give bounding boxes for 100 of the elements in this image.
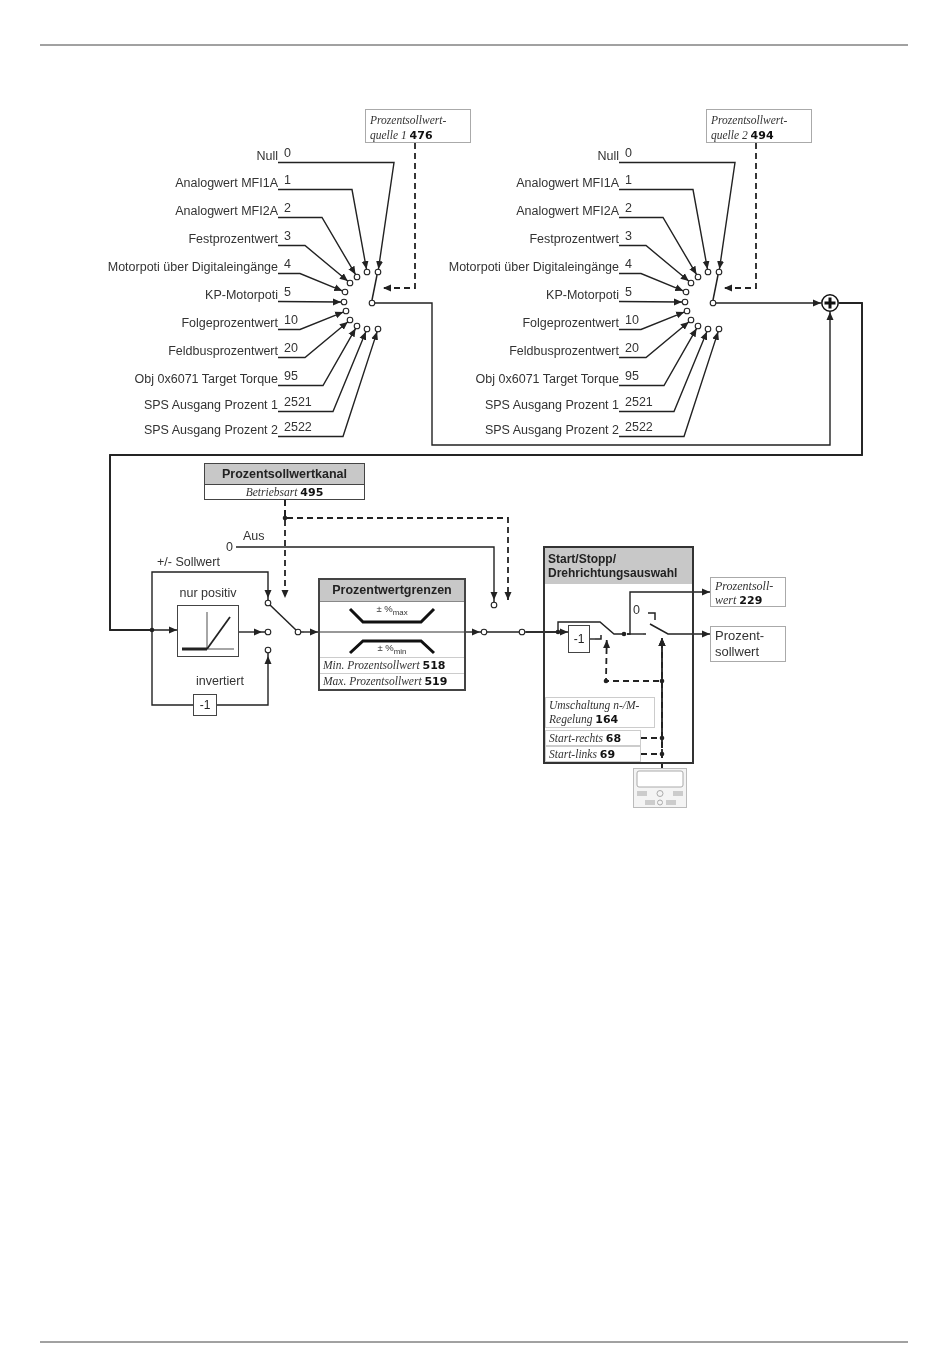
arrow: [277, 216, 357, 276]
arrow: [235, 546, 498, 601]
input-label: Folgeprozentwert: [522, 316, 619, 331]
edge-label: 2521: [283, 395, 313, 409]
parameter-box: [706, 109, 812, 143]
switch-symbol: [262, 598, 304, 656]
input-label: Obj 0x6071 Target Torque: [475, 372, 619, 387]
edge-label: 3: [624, 229, 633, 243]
input-label: Analogwert MFI2A: [516, 204, 619, 219]
input-label: SPS Ausgang Prozent 1: [143, 398, 278, 413]
input-label: SPS Ausgang Prozent 2: [484, 423, 619, 438]
parameter-box: [365, 109, 471, 143]
arrow: [618, 321, 690, 359]
edge-label: 1: [283, 173, 292, 187]
input-label: KP-Motorpoti: [546, 288, 619, 303]
function-block: [543, 546, 694, 764]
block-label: invertiert: [196, 674, 244, 689]
input-label: Analogwert MFI1A: [175, 176, 278, 191]
parameter-label: Prozentsollwert- quelle 2 494: [711, 114, 788, 141]
limit-label: ± %$_{max}$: [375, 603, 409, 618]
arrow: [382, 302, 834, 446]
dashed-arrow: [723, 142, 757, 292]
arrow: [277, 331, 378, 438]
input-label: Festprozentwert: [188, 232, 278, 247]
block-title: Start/Stopp/ Drehrichtungsauswahl: [545, 548, 692, 584]
parameter-label: Start-rechts 68: [545, 730, 641, 746]
output-label: Prozentsoll- wert 229: [715, 579, 775, 608]
contact-label: 0: [632, 604, 641, 617]
input-label: Folgeprozentwert: [181, 316, 278, 331]
edge-label: 2521: [624, 395, 654, 409]
arrow: [618, 272, 684, 292]
input-label: Feldbusprozentwert: [509, 344, 619, 359]
arrow: [618, 327, 698, 387]
arrow: [626, 588, 711, 635]
limit-block: [318, 578, 466, 691]
arrow: [238, 628, 263, 636]
arrow: [618, 331, 708, 413]
edge-label: 20: [624, 341, 640, 355]
edge-label: 95: [283, 369, 299, 383]
edge-label: Aus: [242, 530, 266, 543]
arrow: [277, 298, 342, 306]
arrow: [618, 298, 683, 306]
edge-label: 0: [624, 146, 633, 160]
input-label: Null: [597, 149, 619, 164]
parameter-label: Start-links 69: [545, 746, 641, 762]
edge-label: 0: [283, 146, 292, 160]
input-label: Motorpoti über Digitaleingänge: [448, 260, 619, 275]
input-label: Motorpoti über Digitaleingänge: [107, 260, 278, 275]
input-label: Null: [256, 149, 278, 164]
edge-label: 2522: [624, 420, 654, 434]
edge-label: 10: [624, 313, 640, 327]
block-title: Prozentsollwertkanal: [205, 464, 364, 485]
parameter-label: Betriebsart 495: [244, 485, 325, 500]
arrow: [277, 331, 367, 413]
arrow: [277, 311, 344, 331]
arrow: [618, 311, 685, 331]
arrow: [618, 216, 698, 276]
dashed-arrow: [284, 499, 512, 601]
arrow: [618, 331, 719, 438]
input-label: SPS Ausgang Prozent 1: [484, 398, 619, 413]
block-label: nur positiv: [178, 586, 238, 601]
edge-label: 4: [624, 257, 633, 271]
input-label: Festprozentwert: [529, 232, 619, 247]
output-box: [710, 577, 786, 607]
edge-label: +/- Sollwert: [156, 556, 221, 569]
edge-label: 20: [283, 341, 299, 355]
arrow: [465, 628, 481, 636]
arrow: [277, 161, 395, 270]
input-label: KP-Motorpoti: [205, 288, 278, 303]
parameter-box: [204, 463, 365, 500]
arrow: [277, 327, 357, 387]
input-label: Analogwert MFI2A: [175, 204, 278, 219]
edge-label: 10: [283, 313, 299, 327]
arrow: [618, 244, 690, 282]
input-label: Obj 0x6071 Target Torque: [134, 372, 278, 387]
dashed-arrow: [382, 142, 416, 292]
arrow: [216, 655, 272, 706]
input-label: SPS Ausgang Prozent 2: [143, 423, 278, 438]
arrow: [277, 188, 369, 270]
arrow: [277, 272, 343, 292]
parameter-label: Min. Prozentsollwert 518: [320, 657, 464, 673]
switch-symbol: [480, 600, 526, 637]
input-label: Feldbusprozentwert: [168, 344, 278, 359]
edge-label: 3: [283, 229, 292, 243]
input-label: 0: [226, 540, 236, 555]
block-title: Prozentwertgrenzen: [320, 580, 464, 602]
arrow: [618, 188, 710, 270]
switch-symbol: [341, 267, 383, 333]
edge-label: 95: [624, 369, 640, 383]
output-label: Prozent- sollwert: [715, 628, 766, 660]
parameter-label: Prozentsollwert- quelle 1 476: [370, 114, 447, 141]
edge-label: 5: [283, 285, 292, 299]
edge-label: 2: [283, 201, 292, 215]
edge-label: 4: [283, 257, 292, 271]
edge-label: 2522: [283, 420, 313, 434]
edge-label: 1: [624, 173, 633, 187]
switch-symbol: [682, 267, 724, 333]
arrow: [675, 630, 711, 638]
arrow: [723, 299, 822, 307]
gain-block: -1: [568, 625, 590, 653]
